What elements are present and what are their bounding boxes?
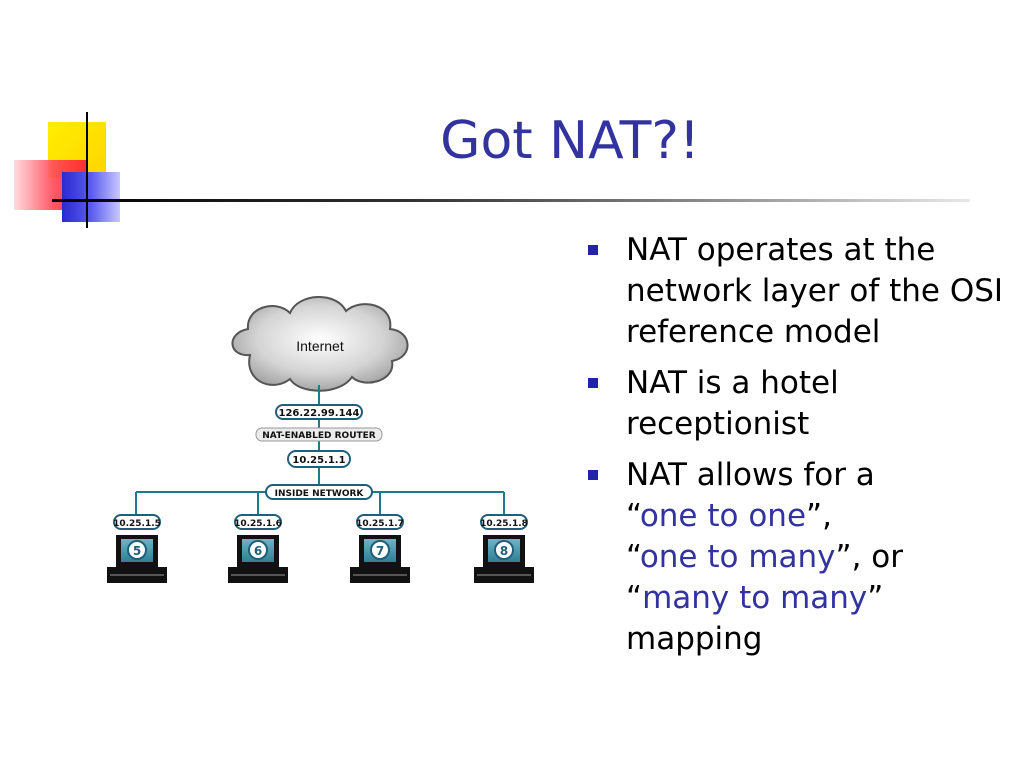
inside-network-pill [265,484,373,500]
host-number: 7 [376,544,384,558]
host-number: 5 [133,544,141,558]
quote-close: ” [867,580,884,616]
internet-label: Internet [296,338,344,354]
host-ip-label: 10.25.1.6 [234,519,282,529]
mapping-one-to-many: one to many [639,539,836,575]
host-ip-pill [480,514,528,530]
host-ip-label: 10.25.1.8 [480,519,528,529]
host-number: 8 [500,544,508,558]
inside-network-label: INSIDE NETWORK [275,489,365,499]
host-computer: 10.25.1.6 6 [228,514,288,583]
decor-blue-square [62,172,120,222]
quote-open: “ [626,580,643,616]
host-ip-label: 10.25.1.7 [356,519,404,529]
host-computer: 10.25.1.7 7 [350,514,410,583]
bullet-text: NAT operates at the network layer of the… [626,232,1004,350]
host-computer: 10.25.1.8 8 [474,514,534,583]
bullet-square-icon [588,245,598,255]
mapping-one-to-one: one to one [639,498,807,534]
router-label: NAT-ENABLED ROUTER [262,431,376,441]
host-ip-pill [234,514,282,530]
slide-title: Got NAT?! [440,111,700,171]
internet-cloud-icon [231,296,409,392]
quote-open: “ [626,498,640,534]
bullet-square-icon [588,378,598,388]
bullet-text: NAT is a hotel receptionist [626,365,839,442]
nat-network-diagram: Internet 126.22.99.144 NAT-ENABLED ROUTE… [107,296,534,583]
host-ip-pill [113,514,161,530]
bullet-item: NAT operates at the network layer of the… [588,230,1008,353]
bullet-item: NAT allows for a “one to one”, “one to m… [588,455,1008,660]
host-computer: 10.25.1.5 5 [107,514,167,583]
decor-vertical-line [86,112,88,228]
host-number-badge [248,540,268,560]
public-ip-label: 126.22.99.144 [279,408,360,419]
host-number-badge [127,540,147,560]
public-ip-pill [275,404,363,420]
host-number-badge [494,540,514,560]
mapping-many-to-many: many to many [642,580,868,616]
host-ip-label: 10.25.1.5 [113,519,161,529]
bullet-text-prefix: NAT allows for a [626,457,875,493]
quote-open: “ [626,539,640,575]
host-number-badge [370,540,390,560]
quote-close: ”, or [835,539,903,575]
router-ip-pill [287,450,351,468]
bullet-list: NAT operates at the network layer of the… [588,230,1008,670]
host-ip-pill [356,514,404,530]
router-ip-label: 10.25.1.1 [292,455,345,466]
quote-close: ”, [806,498,832,534]
bullet-text-suffix: mapping [626,621,763,657]
title-underline [52,199,970,202]
bullet-item: NAT is a hotel receptionist [588,363,1008,445]
router-pill [255,427,383,442]
bullet-square-icon [588,470,598,480]
host-number: 6 [254,544,262,558]
